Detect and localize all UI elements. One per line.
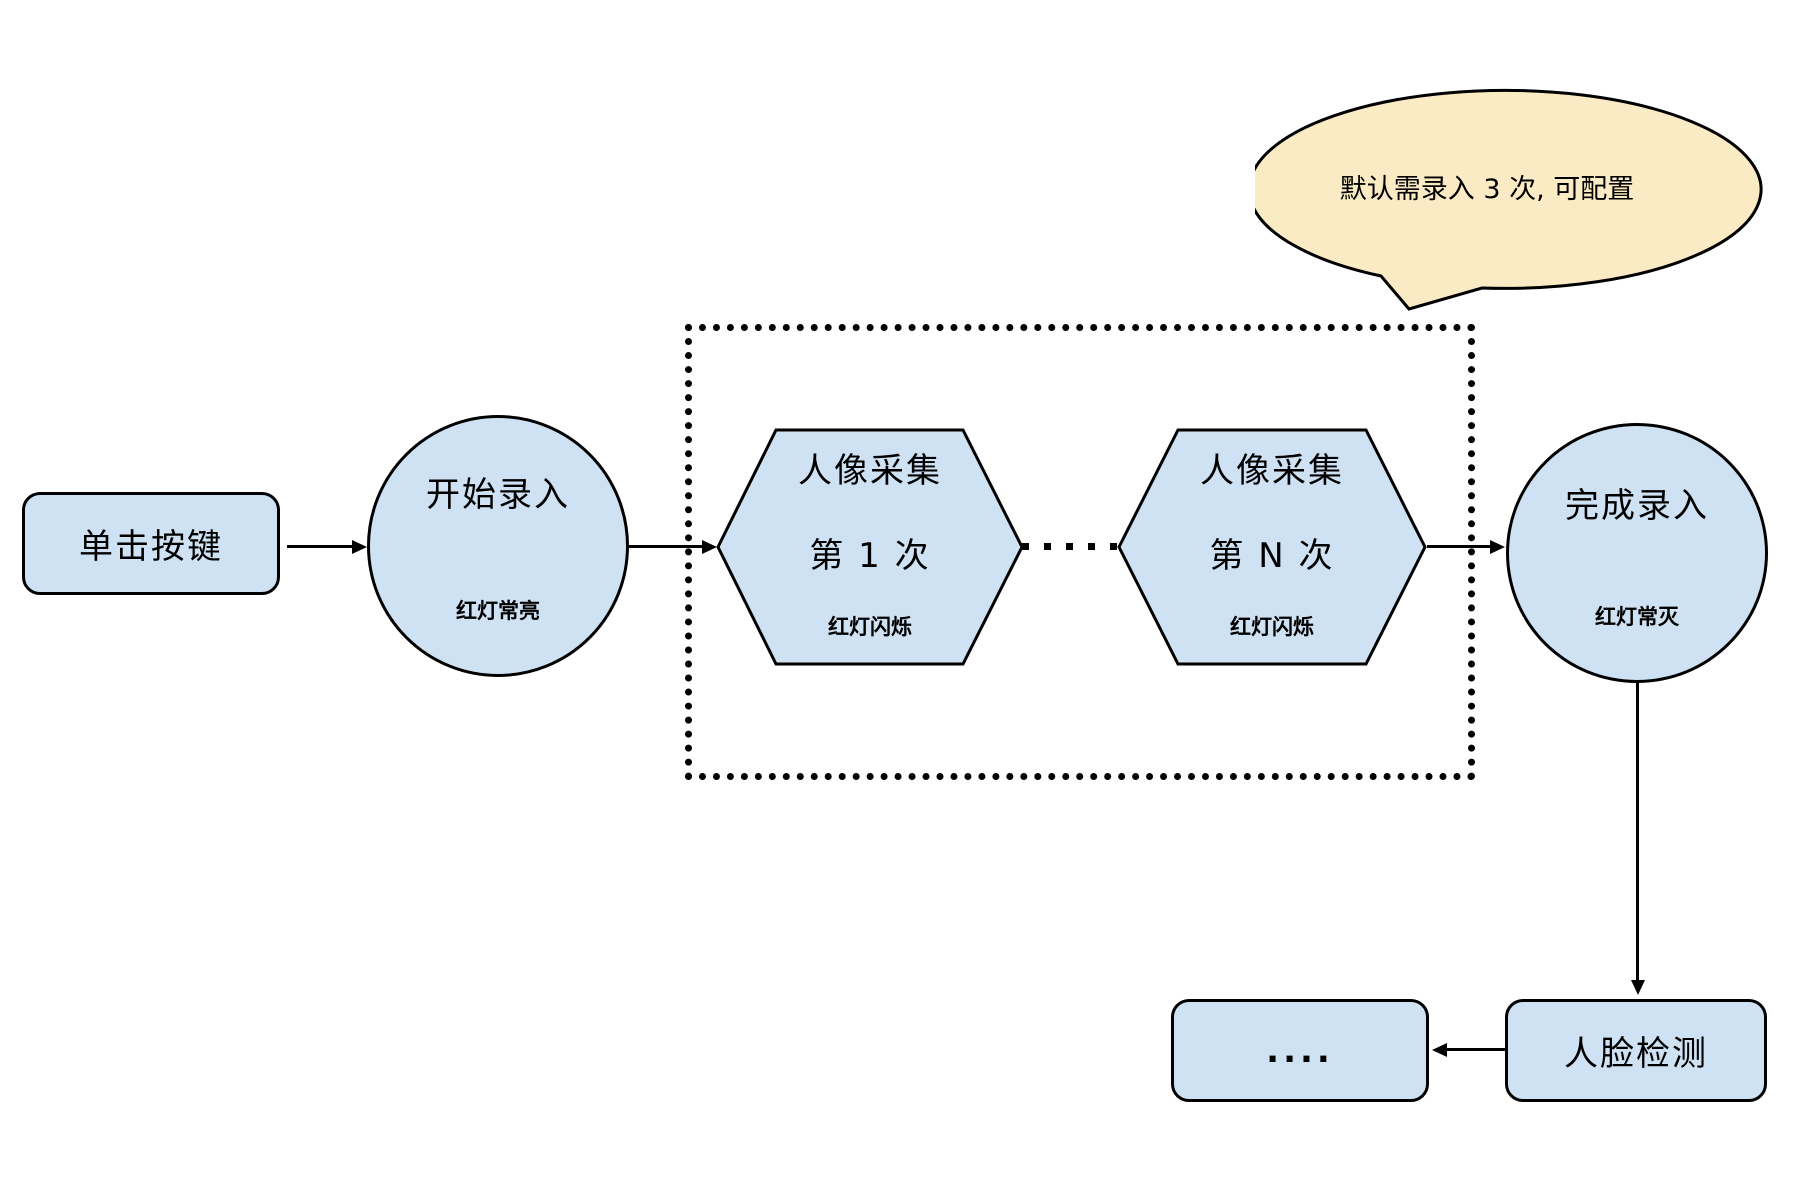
node-click-button-label: 单击按键 <box>79 527 223 567</box>
node-finish-recording-sublabel: 红灯常灭 <box>1595 605 1679 629</box>
node-capture-first[interactable]: 人像采集 第 1 次 红灯闪烁 <box>716 428 1024 666</box>
node-finish-recording-label: 完成录入 <box>1565 486 1709 526</box>
node-start-recording-label: 开始录入 <box>426 475 570 515</box>
node-continuation[interactable]: .... <box>1171 999 1429 1102</box>
node-click-button[interactable]: 单击按键 <box>22 492 280 595</box>
callout-bubble-shape[interactable] <box>1255 88 1775 328</box>
node-capture-first-line2: 第 1 次 <box>809 536 931 576</box>
hexagon-shape <box>1117 428 1427 666</box>
node-capture-nth[interactable]: 人像采集 第 N 次 红灯闪烁 <box>1117 428 1427 666</box>
node-capture-first-line1: 人像采集 <box>798 451 942 491</box>
capture-loop-group-box <box>685 324 1475 780</box>
arrow-start-to-capture1 <box>629 540 717 554</box>
node-capture-nth-line2: 第 N 次 <box>1209 536 1335 576</box>
node-start-recording-sublabel: 红灯常亮 <box>456 599 540 623</box>
node-face-detection[interactable]: 人脸检测 <box>1505 999 1767 1102</box>
arrow-finish-to-detection <box>1630 683 1645 995</box>
node-face-detection-label: 人脸检测 <box>1564 1034 1708 1074</box>
node-finish-recording[interactable]: 完成录入 红灯常灭 <box>1506 423 1768 683</box>
arrow-detection-to-continuation <box>1432 1043 1505 1057</box>
node-start-recording[interactable]: 开始录入 红灯常亮 <box>367 415 629 677</box>
arrow-click-to-start <box>287 540 367 554</box>
node-capture-nth-line1: 人像采集 <box>1200 451 1344 491</box>
node-capture-first-sublabel: 红灯闪烁 <box>828 615 912 639</box>
arrow-capture-to-finish <box>1427 540 1505 554</box>
callout-bubble-path[interactable] <box>1255 88 1763 311</box>
node-continuation-label: .... <box>1266 1030 1334 1071</box>
callout-text: 默认需录入 3 次, 可配置 <box>1339 174 1635 205</box>
node-capture-nth-sublabel: 红灯闪烁 <box>1230 615 1314 639</box>
ellipsis-dots <box>1022 543 1117 550</box>
